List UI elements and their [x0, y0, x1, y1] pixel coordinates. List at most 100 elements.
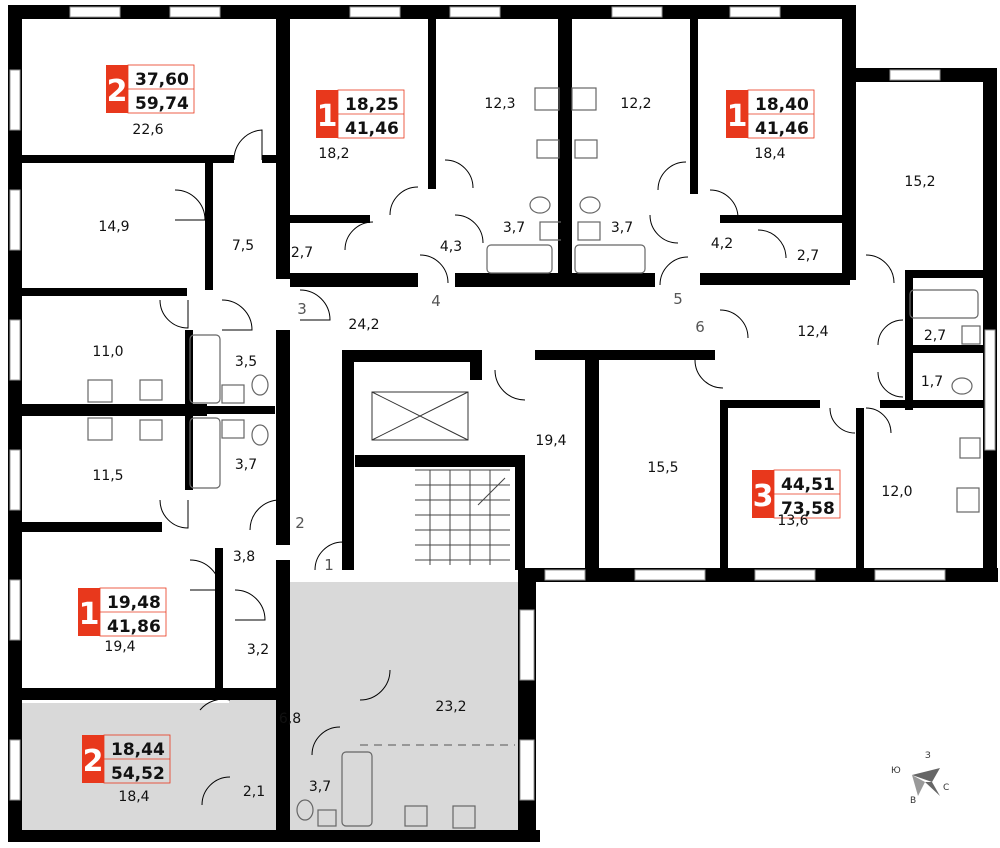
door-number: 2: [295, 514, 305, 532]
room-area-label: 18,2: [318, 146, 349, 162]
bathtub-icon: [574, 244, 646, 274]
sink-icon: [536, 139, 560, 159]
apartment-tag: 3 44,51 73,58: [752, 469, 841, 519]
fixtures: [87, 87, 981, 829]
apartment-room-count: 2: [83, 744, 104, 779]
room-area-label: 19,4: [535, 433, 566, 449]
apartment-badge: [78, 588, 100, 636]
toilet-icon: [951, 377, 973, 395]
room-area-label: 12,2: [620, 96, 651, 112]
apartment-room-count: 2: [107, 74, 128, 109]
toilet-icon: [579, 196, 601, 214]
toilet-icon: [296, 799, 314, 821]
stairs: [415, 469, 510, 565]
sink-icon: [317, 809, 337, 827]
stove-icon: [87, 417, 113, 441]
apartment-living-area: 44,51: [781, 475, 835, 495]
sink-icon: [961, 325, 981, 345]
bathtub-icon: [189, 334, 221, 404]
apartment-total-area: 41,46: [755, 119, 809, 139]
sink-icon: [221, 419, 245, 439]
apartment-living-area: 18,25: [345, 95, 399, 115]
apartment-room-count: 1: [79, 597, 100, 632]
room-area-label: 18,4: [754, 146, 785, 162]
apartment-living-area: 18,44: [111, 740, 165, 760]
room-area-label: 6,8: [279, 711, 301, 727]
room-area-label: 7,5: [232, 238, 254, 254]
apartment-tag: 1 18,25 41,46: [316, 89, 405, 139]
room-area-label: 24,2: [348, 317, 379, 333]
room-area-label: 3,5: [235, 354, 257, 370]
apartment-tag: 2 37,60 59,74: [106, 64, 195, 114]
room-area-labels: 22,614,97,511,03,511,53,73,83,219,418,21…: [92, 96, 946, 805]
door-number: 3: [297, 300, 307, 318]
apartment-badge: [106, 65, 128, 113]
sink-icon: [404, 805, 428, 827]
apartment-total-area: 41,86: [107, 617, 161, 637]
door-number-labels: 1 2 3 4 56: [295, 290, 705, 574]
compass-east: В: [910, 796, 916, 806]
apartment-total-area: 73,58: [781, 499, 835, 519]
sink-icon: [959, 437, 981, 459]
sink-icon: [221, 384, 245, 404]
room-area-label: 4,2: [711, 236, 733, 252]
bathtub-icon: [341, 751, 373, 827]
apartment-badge: [752, 470, 774, 518]
room-area-label: 12,0: [881, 484, 912, 500]
toilet-icon: [529, 196, 551, 214]
room-area-label: 13,6: [777, 513, 808, 529]
windows: [9, 6, 996, 801]
compass-west: З: [925, 751, 931, 761]
apartment-total-area: 41,46: [345, 119, 399, 139]
door-number: 5: [673, 290, 683, 308]
door-number: 1: [324, 556, 334, 574]
apartment-tag: 1 18,40 41,46: [726, 89, 815, 139]
bathtub-icon: [189, 417, 221, 489]
room-area-label: 11,5: [92, 468, 123, 484]
shafts: [115, 115, 569, 414]
stove-icon: [534, 87, 560, 111]
toilet-icon: [251, 424, 269, 446]
apartment-room-count: 1: [317, 99, 338, 134]
shaded-zones: [22, 582, 518, 830]
door-swings: [159, 129, 904, 806]
apartment-room-count: 1: [727, 99, 748, 134]
stove-icon: [452, 805, 476, 829]
apartment-badge: [82, 735, 104, 783]
apartment-living-area: 18,40: [755, 95, 809, 115]
stove-icon: [87, 379, 113, 403]
room-area-label: 12,4: [797, 324, 828, 340]
room-area-label: 3,7: [503, 220, 525, 236]
sink-icon: [574, 139, 598, 159]
room-area-label: 23,2: [435, 699, 466, 715]
room-area-label: 2,7: [924, 328, 946, 344]
room-area-label: 15,5: [647, 460, 678, 476]
apartment-living-area: 37,60: [135, 70, 189, 90]
compass-rose: З Ю С В: [891, 751, 949, 806]
room-area-label: 12,3: [484, 96, 515, 112]
apartment-total-area: 59,74: [135, 94, 189, 114]
door-number: 6: [695, 318, 705, 336]
room-area-label: 4,3: [440, 239, 462, 255]
stove-icon: [956, 487, 980, 513]
room-area-label: 2,1: [243, 784, 265, 800]
apartment-badge: [726, 90, 748, 138]
bathtub-icon: [909, 289, 979, 319]
room-area-label: 19,4: [104, 639, 135, 655]
elevator: [371, 391, 469, 441]
room-area-label: 3,8: [233, 549, 255, 565]
room-area-label: 14,9: [98, 219, 129, 235]
room-area-label: 3,2: [247, 642, 269, 658]
sink-icon: [577, 221, 601, 241]
apartment-living-area: 19,48: [107, 593, 161, 613]
sink-icon: [139, 419, 163, 441]
door-number: 4: [431, 292, 441, 310]
room-area-label: 2,7: [291, 245, 313, 261]
room-area-label: 18,4: [118, 789, 149, 805]
room-area-label: 22,6: [132, 122, 163, 138]
apartment-room-count: 3: [753, 479, 774, 514]
room-area-label: 1,7: [921, 374, 943, 390]
